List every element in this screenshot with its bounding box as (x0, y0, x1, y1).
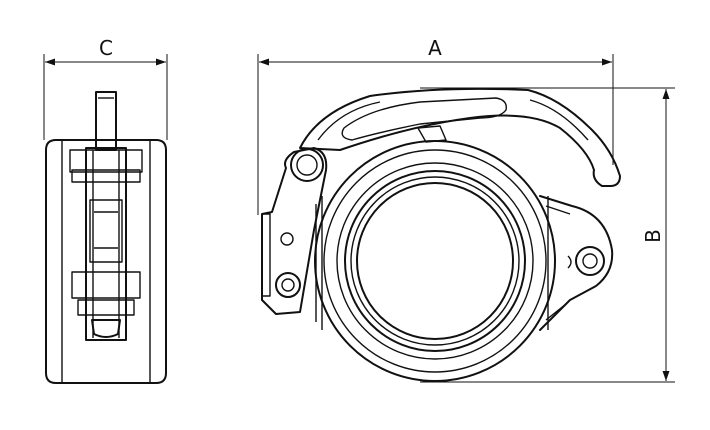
hinge-plate (261, 147, 328, 315)
side-view-upper-pin (69, 149, 143, 173)
lever-slot (341, 97, 507, 141)
dimension-a-label: A (428, 36, 442, 60)
front-view (261, 87, 621, 382)
dimension-b: B (420, 87, 675, 383)
right-ear (539, 195, 614, 331)
side-view (45, 91, 167, 384)
hinge-pin-bottom (275, 272, 301, 298)
hinge-rivet (280, 232, 294, 246)
hinge-pin-top (290, 148, 324, 182)
side-view-latch (89, 199, 123, 263)
side-view-hinge-block (85, 147, 127, 341)
right-ear-pin (575, 246, 605, 276)
lever-arm (299, 87, 621, 187)
side-view-bottom-cap (91, 319, 121, 338)
side-view-lower-pin (71, 271, 141, 299)
clamp-bore (356, 182, 514, 340)
side-view-lever-stem (95, 91, 117, 151)
dimension-a: A (257, 36, 614, 215)
dimension-c: C (43, 36, 168, 140)
dimension-b-label: B (641, 229, 665, 243)
side-view-body-edges (61, 140, 151, 383)
dimension-c-label: C (99, 36, 113, 60)
lever-tab (417, 125, 447, 143)
clamp-outer-ring (314, 140, 556, 382)
clamp-flange (336, 162, 534, 360)
side-view-body (45, 139, 167, 384)
